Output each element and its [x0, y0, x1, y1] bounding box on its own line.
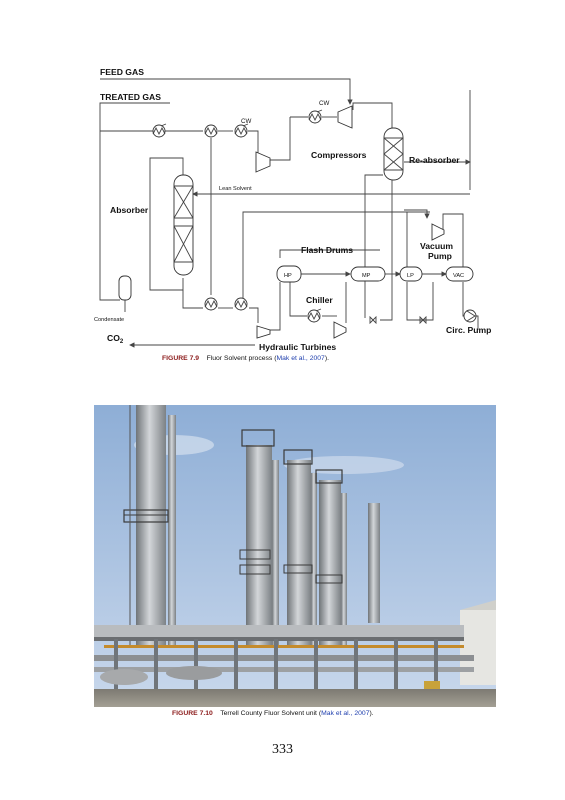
label-circ-pump: Circ. Pump [446, 325, 491, 335]
valve-icon [369, 315, 377, 325]
distillation-column [239, 429, 279, 645]
label-lp: LP [407, 273, 414, 279]
label-flash-drums: Flash Drums [301, 245, 353, 255]
vac-flash-drum [445, 266, 474, 282]
label-cw-2: CW [241, 118, 251, 125]
condensate-drum [118, 275, 132, 301]
caption-end: ). [324, 355, 329, 362]
label-chiller: Chiller [306, 295, 333, 305]
exhaust-stack [368, 503, 380, 623]
label-co2: CO2 [107, 333, 124, 345]
label-vacuum: Vacuum [420, 241, 453, 251]
caption-text: Terrell County Fluor Solvent unit ( [220, 710, 322, 717]
equipment [118, 105, 477, 339]
compressor-icon [337, 105, 353, 129]
page-number: 333 [272, 742, 293, 757]
figure-7-10-caption: FIGURE 7.10 Terrell County Fluor Solvent… [172, 710, 374, 717]
label-feed-gas: FEED GAS [100, 67, 144, 77]
label-compressors: Compressors [311, 150, 367, 160]
label-condensate: Condensate [94, 317, 124, 323]
label-re-absorber: Re-absorber [409, 155, 460, 165]
fluor-solvent-process-diagram: FEED GAS TREATED GAS CW CW Compressors R… [94, 67, 491, 352]
hydraulic-turbine-icon [256, 325, 271, 339]
caption-reference-link[interactable]: Mak et al., 2007 [321, 710, 370, 717]
compressor-icon [255, 151, 271, 173]
absorber-column [173, 174, 194, 276]
building [460, 610, 496, 685]
label-cw-1: CW [319, 100, 329, 107]
process-lines [99, 78, 479, 348]
valve-icon [419, 315, 427, 325]
caption-number: FIGURE 7.10 [172, 710, 213, 717]
label-hydraulic-turbines: Hydraulic Turbines [259, 342, 336, 352]
heat-exchanger-icon [234, 297, 248, 311]
label-vac: VAC [453, 273, 464, 279]
label-pump: Pump [428, 251, 452, 261]
caption-number: FIGURE 7.9 [162, 355, 200, 362]
figure-7-9-caption: FIGURE 7.9 Fluor Solvent process (Mak et… [162, 355, 329, 362]
mp-flash-drum [350, 266, 386, 282]
heat-exchanger-icon [152, 123, 167, 138]
lp-flash-drum [399, 266, 423, 282]
heat-exchanger-icon [204, 297, 218, 311]
terrell-county-plant-photo [94, 405, 496, 707]
label-mp: MP [362, 273, 371, 279]
hydraulic-turbine-icon [333, 321, 347, 339]
label-absorber: Absorber [110, 205, 149, 215]
distillation-column [315, 469, 347, 645]
re-absorber-column [383, 127, 404, 181]
distillation-column [283, 449, 317, 645]
caption-end: ). [369, 710, 374, 717]
label-hp: HP [284, 273, 292, 279]
caption-text: Fluor Solvent process ( [206, 355, 277, 362]
heat-exchanger-icon [308, 109, 323, 124]
circulation-pump-icon [463, 309, 477, 323]
label-treated-gas: TREATED GAS [100, 92, 161, 102]
distillation-column [123, 405, 176, 645]
chiller-icon [307, 308, 322, 323]
vacuum-pump-icon [431, 223, 445, 241]
heat-exchanger-icon [234, 123, 249, 138]
caption-reference-link[interactable]: Mak et al., 2007 [276, 355, 325, 362]
hp-flash-drum [276, 265, 302, 283]
heat-exchanger-icon [204, 124, 218, 138]
label-lean-solvent: Lean Solvent [219, 186, 252, 192]
